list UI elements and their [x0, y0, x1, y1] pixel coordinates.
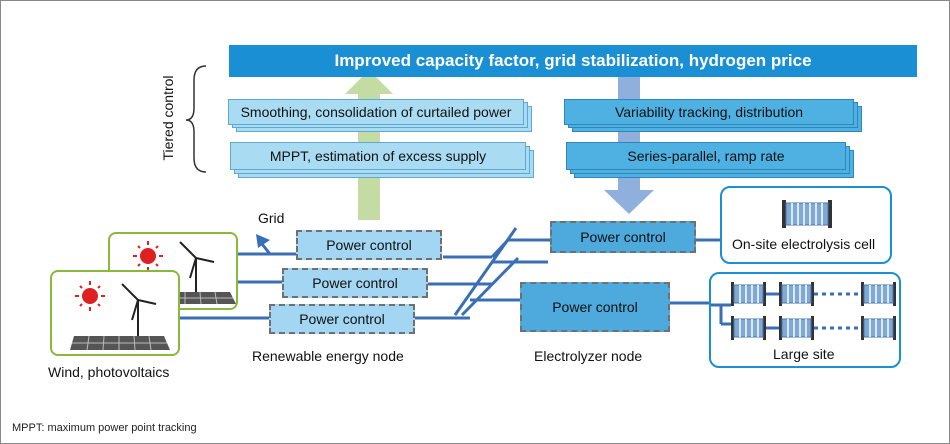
tiered-control-label: Tiered control	[160, 75, 176, 161]
electrolyzer-node-label: Electrolyzer node	[534, 348, 643, 364]
renewable-power-control-1: Power control	[296, 230, 442, 260]
cross-line-3	[490, 238, 510, 259]
wind-turbine-icon	[121, 283, 157, 336]
onsite-electrolysis-box: On-site electrolysis cell	[720, 186, 892, 264]
electrolysis-cell-icon	[861, 282, 896, 306]
footnote: MPPT: maximum power point tracking	[12, 422, 197, 434]
electrolysis-cell-icon	[861, 316, 896, 340]
sun-icon	[133, 241, 163, 271]
left-stack-top: Smoothing, consolidation of curtailed po…	[228, 99, 524, 125]
sun-icon	[75, 281, 105, 311]
power-control-label: Power control	[312, 275, 398, 291]
renewable-power-control-2: Power control	[282, 268, 428, 298]
power-control-label: Power control	[326, 237, 412, 253]
electrolysis-cell-icon	[779, 316, 814, 340]
large-site-label: Large site	[773, 346, 835, 362]
right-stack-bottom-text: Series-parallel, ramp rate	[627, 148, 785, 164]
sources-label: Wind, photovoltaics	[48, 364, 170, 380]
left-stack-bottom: MPPT, estimation of excess supply	[230, 142, 526, 170]
large-site-cells	[711, 282, 896, 340]
cross-line-2	[460, 256, 520, 317]
electrolysis-cell-icon	[731, 316, 766, 340]
renewable-panel-front	[50, 270, 180, 356]
electrolysis-cell-icon	[779, 282, 814, 306]
power-control-label: Power control	[552, 299, 638, 315]
electrolyzer-power-control-2: Power control	[520, 282, 670, 332]
large-site-box: Large site	[709, 272, 901, 368]
wind-turbine-icon	[179, 241, 215, 294]
renewable-power-control-3: Power control	[269, 304, 415, 334]
right-stack-top-text: Variability tracking, distribution	[614, 104, 804, 120]
left-stack-top-text: Smoothing, consolidation of curtailed po…	[240, 104, 512, 120]
right-stack-top: Variability tracking, distribution	[564, 99, 854, 125]
renewable-node-label: Renewable energy node	[252, 348, 404, 364]
onsite-label: On-site electrolysis cell	[732, 236, 876, 252]
power-control-label: Power control	[580, 229, 666, 245]
electrolyzer-power-control-1: Power control	[550, 221, 696, 253]
tiered-control-brace	[185, 65, 207, 173]
banner-text: Improved capacity factor, grid stabiliza…	[334, 51, 812, 70]
grid-arrow	[256, 234, 296, 256]
panel-front-art	[70, 281, 170, 351]
grid-label: Grid	[258, 210, 285, 226]
electrolysis-cell-icon	[782, 200, 832, 228]
left-stack-bottom-text: MPPT, estimation of excess supply	[269, 148, 487, 164]
solar-panel-icon	[70, 335, 170, 351]
electrolysis-cell-icon	[731, 282, 766, 306]
right-stack-bottom: Series-parallel, ramp rate	[566, 142, 846, 170]
outcome-banner: Improved capacity factor, grid stabiliza…	[229, 45, 917, 77]
power-control-label: Power control	[299, 311, 385, 327]
